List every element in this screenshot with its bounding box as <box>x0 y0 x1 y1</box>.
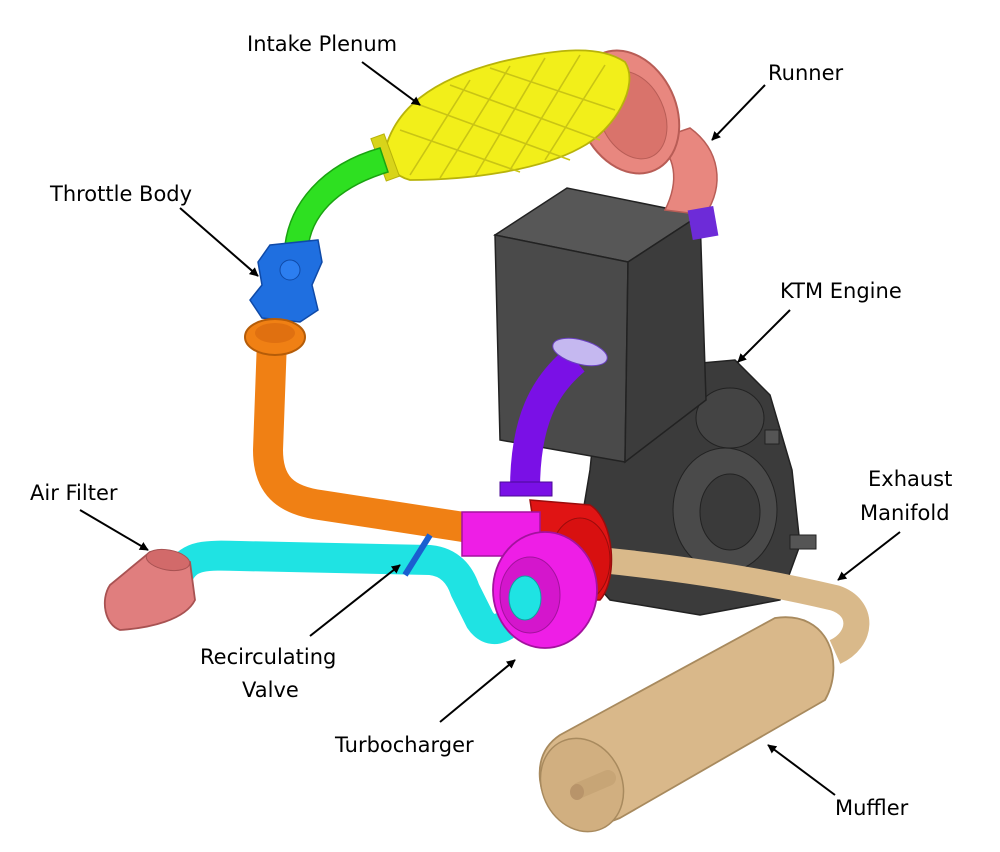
label-intake-plenum: Intake Plenum <box>247 32 397 56</box>
label-exhaust-manifold-line2: Manifold <box>860 501 950 525</box>
label-air-filter: Air Filter <box>30 481 118 505</box>
exhaust-manifold-arrow <box>837 531 901 581</box>
label-exhaust-manifold-line1: Exhaust <box>868 467 952 491</box>
throttle-body-arrow <box>179 207 259 277</box>
engine-block-side <box>624 213 707 464</box>
intake-plenum <box>370 49 631 182</box>
ktm-engine-arrow <box>737 309 791 363</box>
callout-labels: Intake Plenum Runner Throttle Body KTM E… <box>30 32 952 820</box>
recirculating-valve <box>402 533 433 577</box>
exhaust-pipe <box>499 337 608 497</box>
muffler-tailpipe <box>572 770 616 798</box>
intake-plenum-arrow <box>361 61 421 106</box>
muffler-tailpipe-end <box>570 784 584 800</box>
muffler-arrow <box>767 744 836 796</box>
label-runner: Runner <box>768 61 843 85</box>
engine-upper-cover <box>695 387 765 449</box>
label-throttle-body: Throttle Body <box>49 182 192 206</box>
air-filter-cap <box>145 548 191 572</box>
plenum-body <box>384 49 631 181</box>
engine-case-cover-inner <box>699 473 761 551</box>
air-filter <box>103 548 196 631</box>
runner-arrow <box>711 84 766 141</box>
intake-elbow <box>284 147 389 251</box>
charge-pipe-tube <box>253 339 473 543</box>
turbocharger-arrow <box>439 659 516 723</box>
throttle-body-bolt <box>279 259 301 281</box>
label-turbocharger: Turbocharger <box>334 733 474 757</box>
exhaust-pipe-tube <box>510 348 585 491</box>
air-filter-arrow <box>79 509 149 551</box>
compressor-eye <box>508 575 542 621</box>
throttle-body <box>249 239 323 323</box>
air-filter-body <box>103 551 196 631</box>
inlet-pipe <box>167 540 528 644</box>
label-recirculating-valve-line1: Recirculating <box>200 645 336 669</box>
label-recirculating-valve-line2: Valve <box>242 678 299 702</box>
plenum-ribs <box>399 54 616 179</box>
throttle-body-shape <box>249 239 323 323</box>
exhaust-pipe-flange <box>552 337 608 367</box>
inlet-pipe-tube <box>167 540 528 644</box>
exhaust-manifold <box>598 547 870 664</box>
label-muffler: Muffler <box>835 796 909 820</box>
callout-arrows <box>79 61 901 796</box>
muffler <box>538 616 835 833</box>
engine-output-shaft <box>789 534 817 550</box>
engine-stud <box>764 429 780 445</box>
runner-port-flange <box>687 205 719 241</box>
label-ktm-engine: KTM Engine <box>780 279 902 303</box>
recirculating-valve-arrow <box>309 564 401 637</box>
charge-pipe-flange-face <box>255 323 295 343</box>
exhaust-pipe-base-flange <box>499 481 553 497</box>
charge-pipe <box>244 318 473 543</box>
turbocharger <box>461 499 613 649</box>
